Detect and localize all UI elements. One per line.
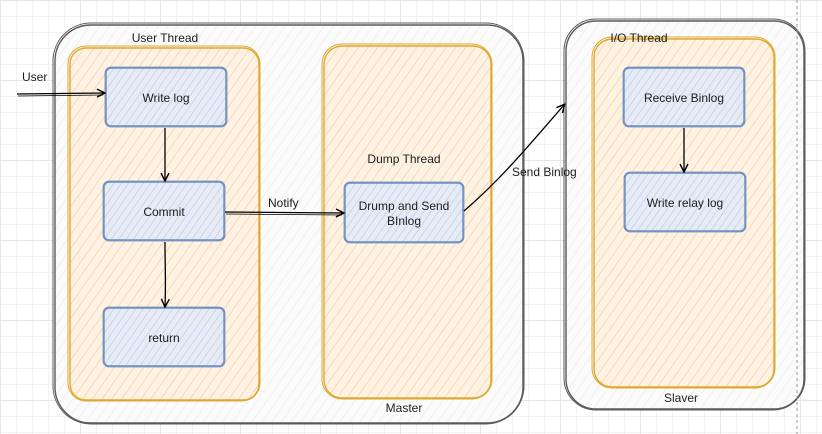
return-label: return xyxy=(148,331,179,345)
send-binlog-arrow xyxy=(463,105,564,212)
dump-send-step: Drump and Send BInlog xyxy=(343,181,465,244)
write-relay-log-step: Write relay log xyxy=(623,171,747,233)
write-relay-log-label: Write relay log xyxy=(647,196,723,210)
master-label: Master xyxy=(386,401,423,415)
dump-send-label-line1: Drump and Send xyxy=(359,199,450,213)
user-label: User xyxy=(22,70,47,84)
write-log-label: Write log xyxy=(142,91,189,105)
commit-label: Commit xyxy=(143,205,185,219)
write-log-step: Write log xyxy=(104,66,228,128)
dump-thread-label: Dump Thread xyxy=(367,152,440,166)
commit-step: Commit xyxy=(102,180,226,242)
return-step: return xyxy=(102,306,226,368)
user-thread-label: User Thread xyxy=(132,31,198,45)
slaver-label: Slaver xyxy=(664,391,698,405)
user-arrow xyxy=(16,93,104,96)
receive-binlog-label: Receive Binlog xyxy=(644,91,724,105)
io-thread-label: I/O Thread xyxy=(610,31,667,45)
notify-label: Notify xyxy=(268,196,299,210)
dump-send-label-line2: BInlog xyxy=(387,214,421,228)
notify-arrow xyxy=(224,212,343,215)
receive-binlog-step: Receive Binlog xyxy=(622,66,746,128)
send-binlog-label: Send Binlog xyxy=(512,165,577,179)
